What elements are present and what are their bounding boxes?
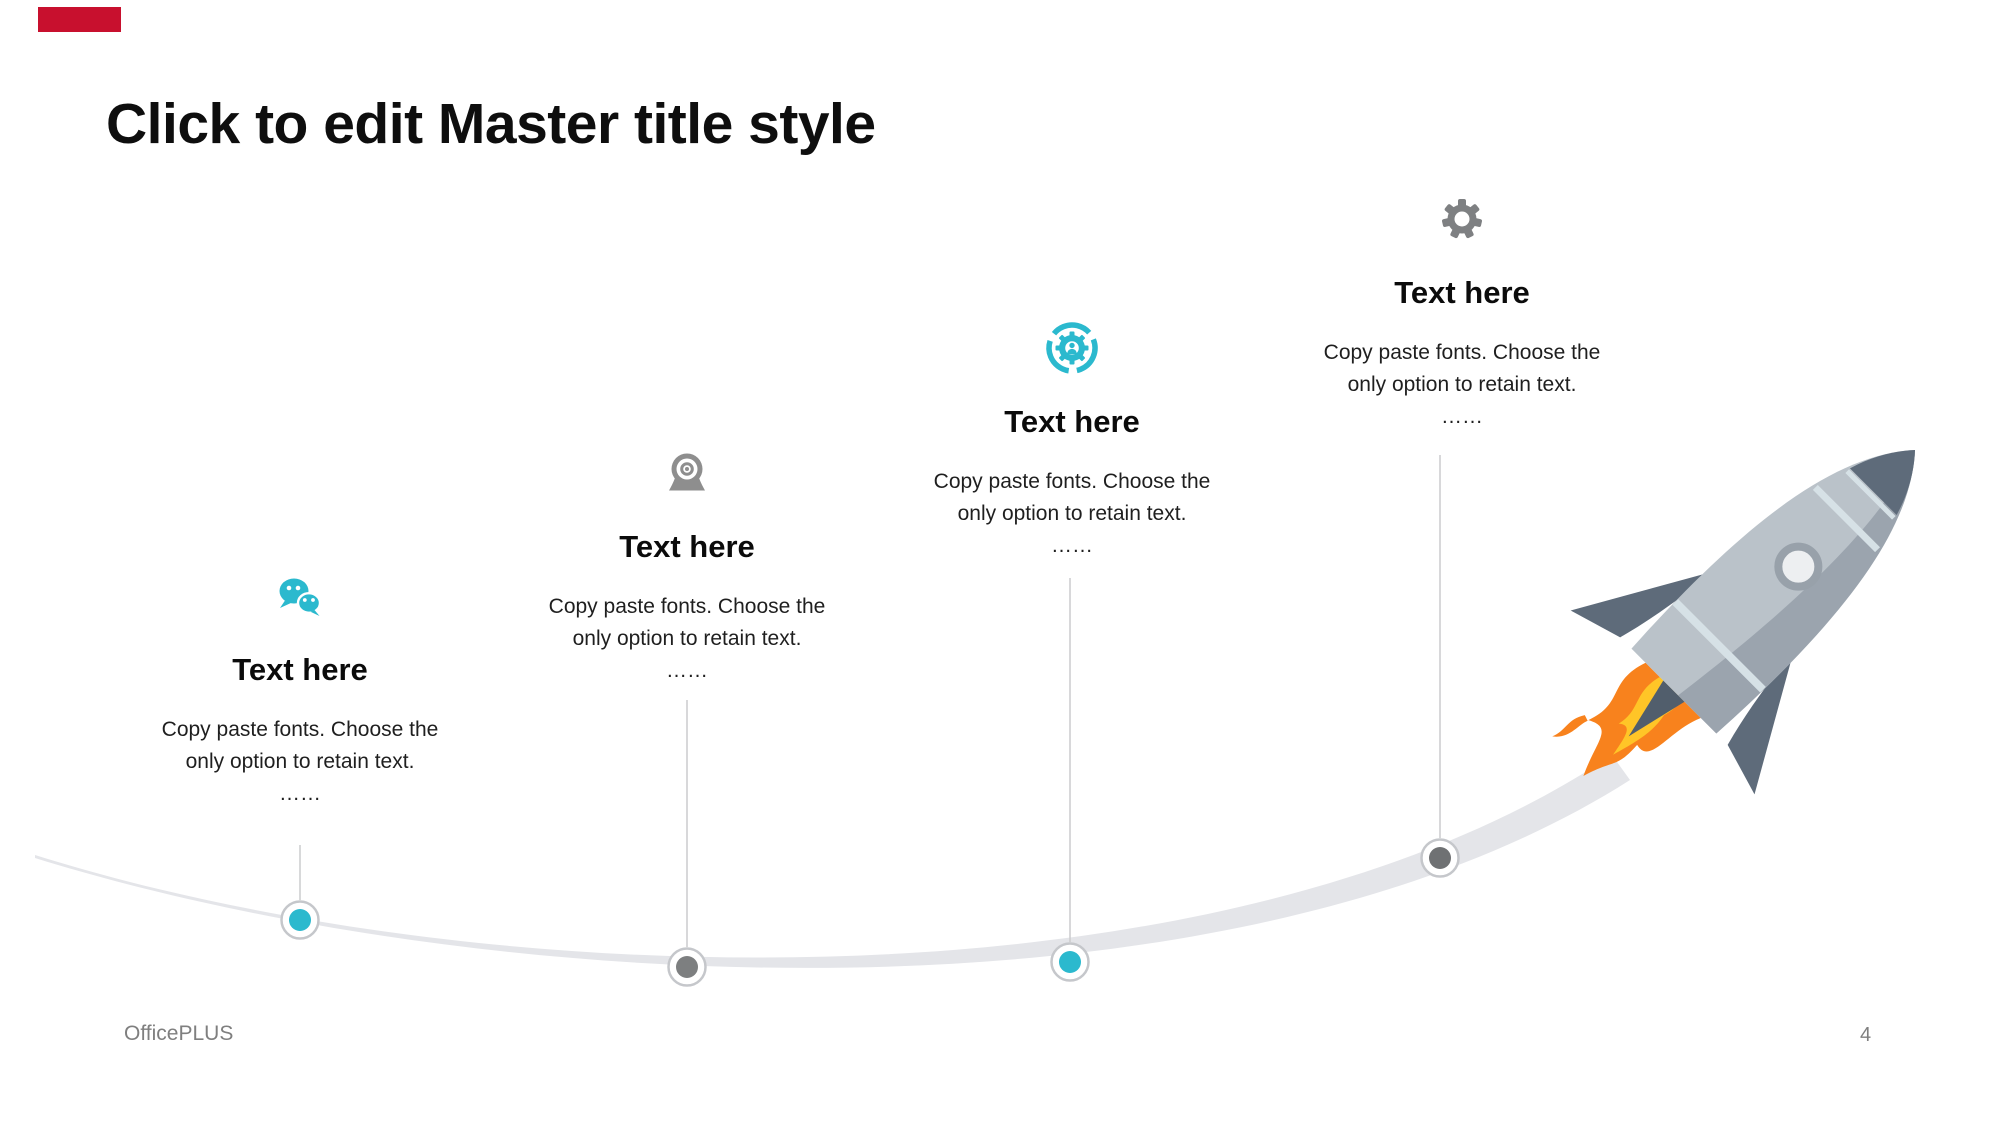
timeline-marker-3 [1050, 942, 1090, 982]
gear-circle-icon [902, 322, 1242, 374]
item-heading[interactable]: Text here [1004, 404, 1140, 439]
item-heading[interactable]: Text here [1394, 275, 1530, 310]
timeline-marker-2 [667, 947, 707, 987]
item-body[interactable]: Copy paste fonts. Choose the only option… [548, 594, 826, 682]
item-heading[interactable]: Text here [232, 652, 368, 687]
slide-title[interactable]: Click to edit Master title style [106, 92, 876, 156]
timeline-item-2[interactable]: Text here Copy paste fonts. Choose the o… [517, 447, 857, 687]
gear-icon [1292, 193, 1632, 245]
item-heading[interactable]: Text here [619, 529, 755, 564]
rocket-window [1774, 542, 1823, 591]
rocket-mid-fin [1628, 680, 1685, 737]
timeline-curve [35, 755, 1630, 968]
page-number: 4 [1860, 1024, 1872, 1046]
timeline-marker-1 [280, 900, 320, 940]
rocket-illustration [1552, 449, 1916, 795]
timeline-marker-4 [1420, 838, 1460, 878]
rocket-right-fin [1727, 652, 1794, 795]
webcam-icon [517, 447, 857, 499]
item-body[interactable]: Copy paste fonts. Choose the only option… [161, 717, 439, 805]
rocket-nose-band [1845, 469, 1896, 520]
rocket-band-1 [1812, 484, 1881, 553]
item-body[interactable]: Copy paste fonts. Choose the only option… [1323, 340, 1601, 428]
rocket-band-2 [1672, 599, 1766, 693]
rocket-flame-wisp [1552, 715, 1588, 737]
timeline-item-1[interactable]: Text here Copy paste fonts. Choose the o… [130, 570, 470, 810]
timeline-item-3[interactable]: Text here Copy paste fonts. Choose the o… [902, 322, 1242, 562]
wechat-icon [130, 570, 470, 622]
slide-accent-bar [38, 7, 121, 32]
item-body[interactable]: Copy paste fonts. Choose the only option… [933, 469, 1211, 557]
rocket-nose-tip [1849, 449, 1916, 516]
rocket-left-fin [1570, 571, 1713, 638]
footer-brand: OfficePLUS [124, 1022, 234, 1045]
timeline-item-4[interactable]: Text here Copy paste fonts. Choose the o… [1292, 193, 1632, 433]
